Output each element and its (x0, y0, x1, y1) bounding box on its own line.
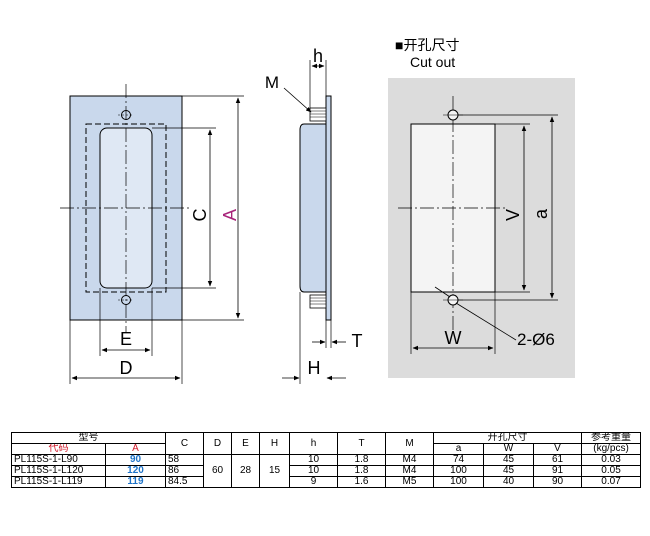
cell-h: 9 (289, 476, 338, 488)
stud-bottom (309, 294, 327, 309)
cell-T: 1.6 (337, 476, 386, 488)
label-a: a (531, 208, 551, 219)
cell-V: 90 (532, 476, 583, 488)
header-a: a (433, 443, 484, 455)
header-T: T (337, 432, 386, 455)
side-flange (325, 95, 332, 321)
table-row: PL115S-1-L90 90 58 60 28 15 10 1.8 M4 74… (11, 454, 642, 488)
header-model: 型号 (11, 432, 166, 444)
header-H: H (259, 432, 290, 455)
side-view: h M T H (265, 46, 363, 384)
cell-a: 74 (433, 454, 484, 466)
header-code: 代码 (11, 443, 106, 455)
cell-D: 60 (203, 454, 232, 488)
cell-W: 45 (483, 454, 534, 466)
header-M: M (385, 432, 434, 455)
header-E: E (231, 432, 260, 455)
table-header-row-1: 型号 C D E H h T M 开孔尺寸 参考重量 (11, 432, 642, 455)
cell-T: 1.8 (337, 454, 386, 466)
header-weight-unit: (kg/pcs) (581, 443, 642, 455)
cell-M: M4 (385, 454, 434, 466)
technical-drawing: C A E D h M T H (60, 37, 575, 384)
cell-a: 100 (433, 476, 484, 488)
cell-weight: 0.03 (581, 454, 642, 466)
label-C: C (190, 209, 210, 222)
cell-M: M5 (385, 476, 434, 488)
cell-model: PL115S-1-L90 (11, 454, 106, 466)
header-W: W (483, 443, 534, 455)
cell-A: 120 (105, 465, 166, 477)
cell-H: 15 (259, 454, 290, 488)
label-V: V (503, 209, 523, 221)
label-H: H (308, 358, 321, 378)
cell-T: 1.8 (337, 465, 386, 477)
cell-W: 40 (483, 476, 534, 488)
label-hole: 2-Ø6 (517, 330, 555, 349)
cell-A: 119 (105, 476, 166, 488)
label-E: E (120, 329, 132, 349)
cell-C: 86 (165, 465, 204, 477)
cell-model: PL115S-1-L120 (11, 465, 106, 477)
cutout-title-en: Cut out (410, 54, 455, 70)
stud-top (309, 107, 327, 122)
cell-weight: 0.05 (581, 465, 642, 477)
cell-C: 84.5 (165, 476, 204, 488)
label-W: W (445, 328, 462, 348)
table-row: PL115S-1-L120 120 86 10 1.8 M4 100 45 91… (11, 465, 642, 477)
cutout-view: ■开孔尺寸 Cut out V a W 2-Ø6 (388, 37, 575, 378)
header-A: A (105, 443, 166, 455)
cell-M: M4 (385, 465, 434, 477)
side-body (299, 123, 327, 293)
label-T: T (352, 331, 363, 351)
cell-h: 10 (289, 465, 338, 477)
header-V: V (532, 443, 583, 455)
label-A: A (220, 209, 240, 221)
cutout-title-cn: ■开孔尺寸 (395, 37, 459, 53)
header-h: h (289, 432, 338, 455)
label-M: M (265, 73, 279, 92)
cell-model: PL115S-1-L119 (11, 476, 106, 488)
table-row: PL115S-1-L119 119 84.5 9 1.6 M5 100 40 9… (11, 476, 642, 488)
label-D: D (120, 358, 133, 378)
header-D: D (203, 432, 232, 455)
cell-W: 45 (483, 465, 534, 477)
cell-E: 28 (231, 454, 260, 488)
cell-V: 61 (532, 454, 583, 466)
cell-A: 90 (105, 454, 166, 466)
cell-weight: 0.07 (581, 476, 642, 488)
front-view: C A E D (60, 84, 244, 384)
cell-C: 58 (165, 454, 204, 466)
header-weight: 参考重量 (581, 432, 642, 444)
cell-h: 10 (289, 454, 338, 466)
header-cutout: 开孔尺寸 (432, 432, 583, 444)
label-h: h (313, 46, 323, 66)
cell-V: 91 (532, 465, 583, 477)
cell-a: 100 (433, 465, 484, 477)
header-C: C (165, 432, 204, 455)
spec-table: 型号 C D E H h T M 开孔尺寸 参考重量 代码 A a W V (k… (11, 432, 642, 488)
